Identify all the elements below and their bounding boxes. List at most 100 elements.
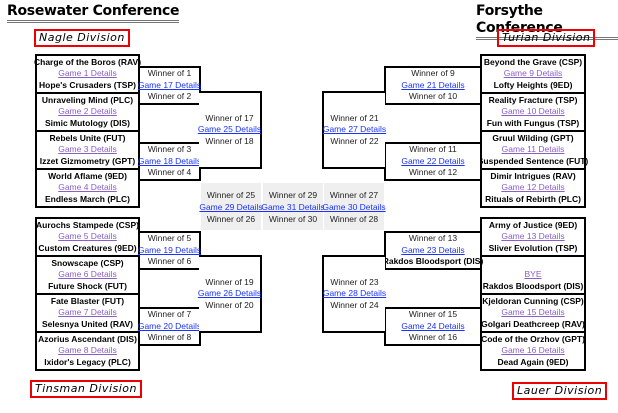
- game-details-link[interactable]: Game 19 Details: [137, 244, 202, 255]
- game-details-link[interactable]: Game 18 Details: [137, 155, 202, 166]
- winner-label: Winner of 24: [330, 299, 379, 310]
- game-details-link[interactable]: Game 20 Details: [137, 320, 202, 331]
- winner-label: Winner of 8: [147, 332, 192, 343]
- left-conference-title: Rosewater Conference: [7, 3, 179, 23]
- game-details-link[interactable]: Game 29 Details: [199, 201, 263, 212]
- winner-label: Winner of 3: [147, 144, 192, 155]
- game-details-link[interactable]: Game 12 Details: [501, 182, 565, 193]
- winner-label: Winner of 17: [205, 112, 254, 123]
- game-details-link[interactable]: Game 25 Details: [197, 124, 262, 135]
- game-details-link[interactable]: Game 10 Details: [501, 106, 565, 117]
- winner-label: Winner of 7: [147, 309, 192, 320]
- team-name: World Aflame (9ED): [48, 170, 127, 181]
- division-turian: Turian Division: [497, 29, 596, 47]
- team-name: Hope's Crusaders (TSP): [39, 79, 136, 90]
- team-name: Fun with Fungus (TSP): [486, 117, 580, 128]
- team-name: Azorius Ascendant (DIS): [38, 333, 137, 344]
- winner-label: Winner of 10: [408, 91, 458, 102]
- game-details-link[interactable]: Game 27 Details: [322, 124, 387, 135]
- team-name: Rakdos Bloodsport (DIS): [482, 280, 584, 291]
- winner-label: Winner of 5: [147, 233, 192, 244]
- game-details-link[interactable]: Game 15 Details: [501, 307, 565, 318]
- game-details-link[interactable]: Game 30 Details: [322, 201, 386, 212]
- team-name: Ixidor's Legacy (PLC): [44, 356, 131, 367]
- game-details-link[interactable]: Game 23 Details: [401, 244, 465, 255]
- team-name: Endless March (PLC): [44, 193, 131, 204]
- winner-label: Winner of 6: [147, 256, 192, 267]
- team-name: Army of Justice (9ED): [488, 219, 578, 230]
- game-details-link[interactable]: Game 2 Details: [58, 106, 117, 117]
- game-details-link[interactable]: Game 26 Details: [197, 288, 262, 299]
- game-details-link[interactable]: Game 13 Details: [501, 231, 565, 242]
- game-details-link[interactable]: Game 11 Details: [501, 144, 565, 155]
- team-name: Dimir Intrigues (RAV): [490, 170, 576, 181]
- game-details-link[interactable]: Game 17 Details: [137, 79, 202, 90]
- game-details-link[interactable]: Game 4 Details: [58, 182, 117, 193]
- game-details-link[interactable]: Game 3 Details: [58, 144, 117, 155]
- game-details-link[interactable]: BYE: [524, 269, 542, 280]
- game-details-link[interactable]: Game 1 Details: [58, 68, 117, 79]
- game-details-link[interactable]: Game 31 Details: [261, 201, 325, 212]
- team-name: Beyond the Grave (CSP): [483, 56, 583, 67]
- winner-label: Winner of 25: [206, 189, 256, 200]
- team-name: Dead Again (9ED): [497, 356, 569, 367]
- game-details-link[interactable]: Game 28 Details: [322, 288, 387, 299]
- winner-label: Winner of 21: [330, 112, 379, 123]
- team-name: Reality Fracture (TSP): [488, 94, 578, 105]
- game-details-link[interactable]: Game 5 Details: [58, 231, 117, 242]
- winner-label: Winner of 27: [329, 189, 379, 200]
- team-name: Charge of the Boros (RAV): [33, 56, 142, 67]
- game-details-link[interactable]: Game 16 Details: [501, 345, 565, 356]
- team-name: Kjeldoran Cunning (CSP): [482, 295, 584, 306]
- winner-label: Winner of 20: [205, 299, 254, 310]
- winner-label: Winner of 23: [330, 276, 379, 287]
- division-lauer: Lauer Division: [512, 382, 608, 400]
- team-name: Rebels Unite (FUT): [49, 132, 126, 143]
- team-name: Gruul Wilding (GPT): [492, 132, 574, 143]
- team-name: Snowscape (CSP): [51, 257, 124, 268]
- team-name: Custom Creatures (9ED): [38, 242, 137, 253]
- team-name: Golgari Deathcreep (RAV): [481, 318, 585, 329]
- winner-label: Winner of 13: [408, 233, 458, 244]
- team-name: Aurochs Stampede (CSP): [36, 219, 139, 230]
- team-name: Sliver Evolution (TSP): [488, 242, 578, 253]
- winner-label: Winner of 4: [147, 167, 192, 178]
- team-name: Lofty Heights (9ED): [493, 79, 573, 90]
- team-name: Rakdos Bloodsport (DIS): [382, 256, 484, 267]
- division-nagle: Nagle Division: [34, 29, 130, 47]
- team-name: Selesnya United (RAV): [41, 318, 133, 329]
- team-name: Unraveling Mind (PLC): [41, 94, 134, 105]
- game-details-link[interactable]: Game 21 Details: [401, 79, 465, 90]
- game-details-link[interactable]: Game 24 Details: [401, 320, 465, 331]
- game-details-link[interactable]: Game 8 Details: [58, 345, 117, 356]
- winner-label: Winner of 19: [205, 276, 254, 287]
- game-details-link[interactable]: Game 22 Details: [401, 155, 465, 166]
- game-details-link[interactable]: Game 7 Details: [58, 307, 117, 318]
- game-details-link[interactable]: Game 6 Details: [58, 269, 117, 280]
- game-details-link[interactable]: Game 9 Details: [503, 68, 563, 79]
